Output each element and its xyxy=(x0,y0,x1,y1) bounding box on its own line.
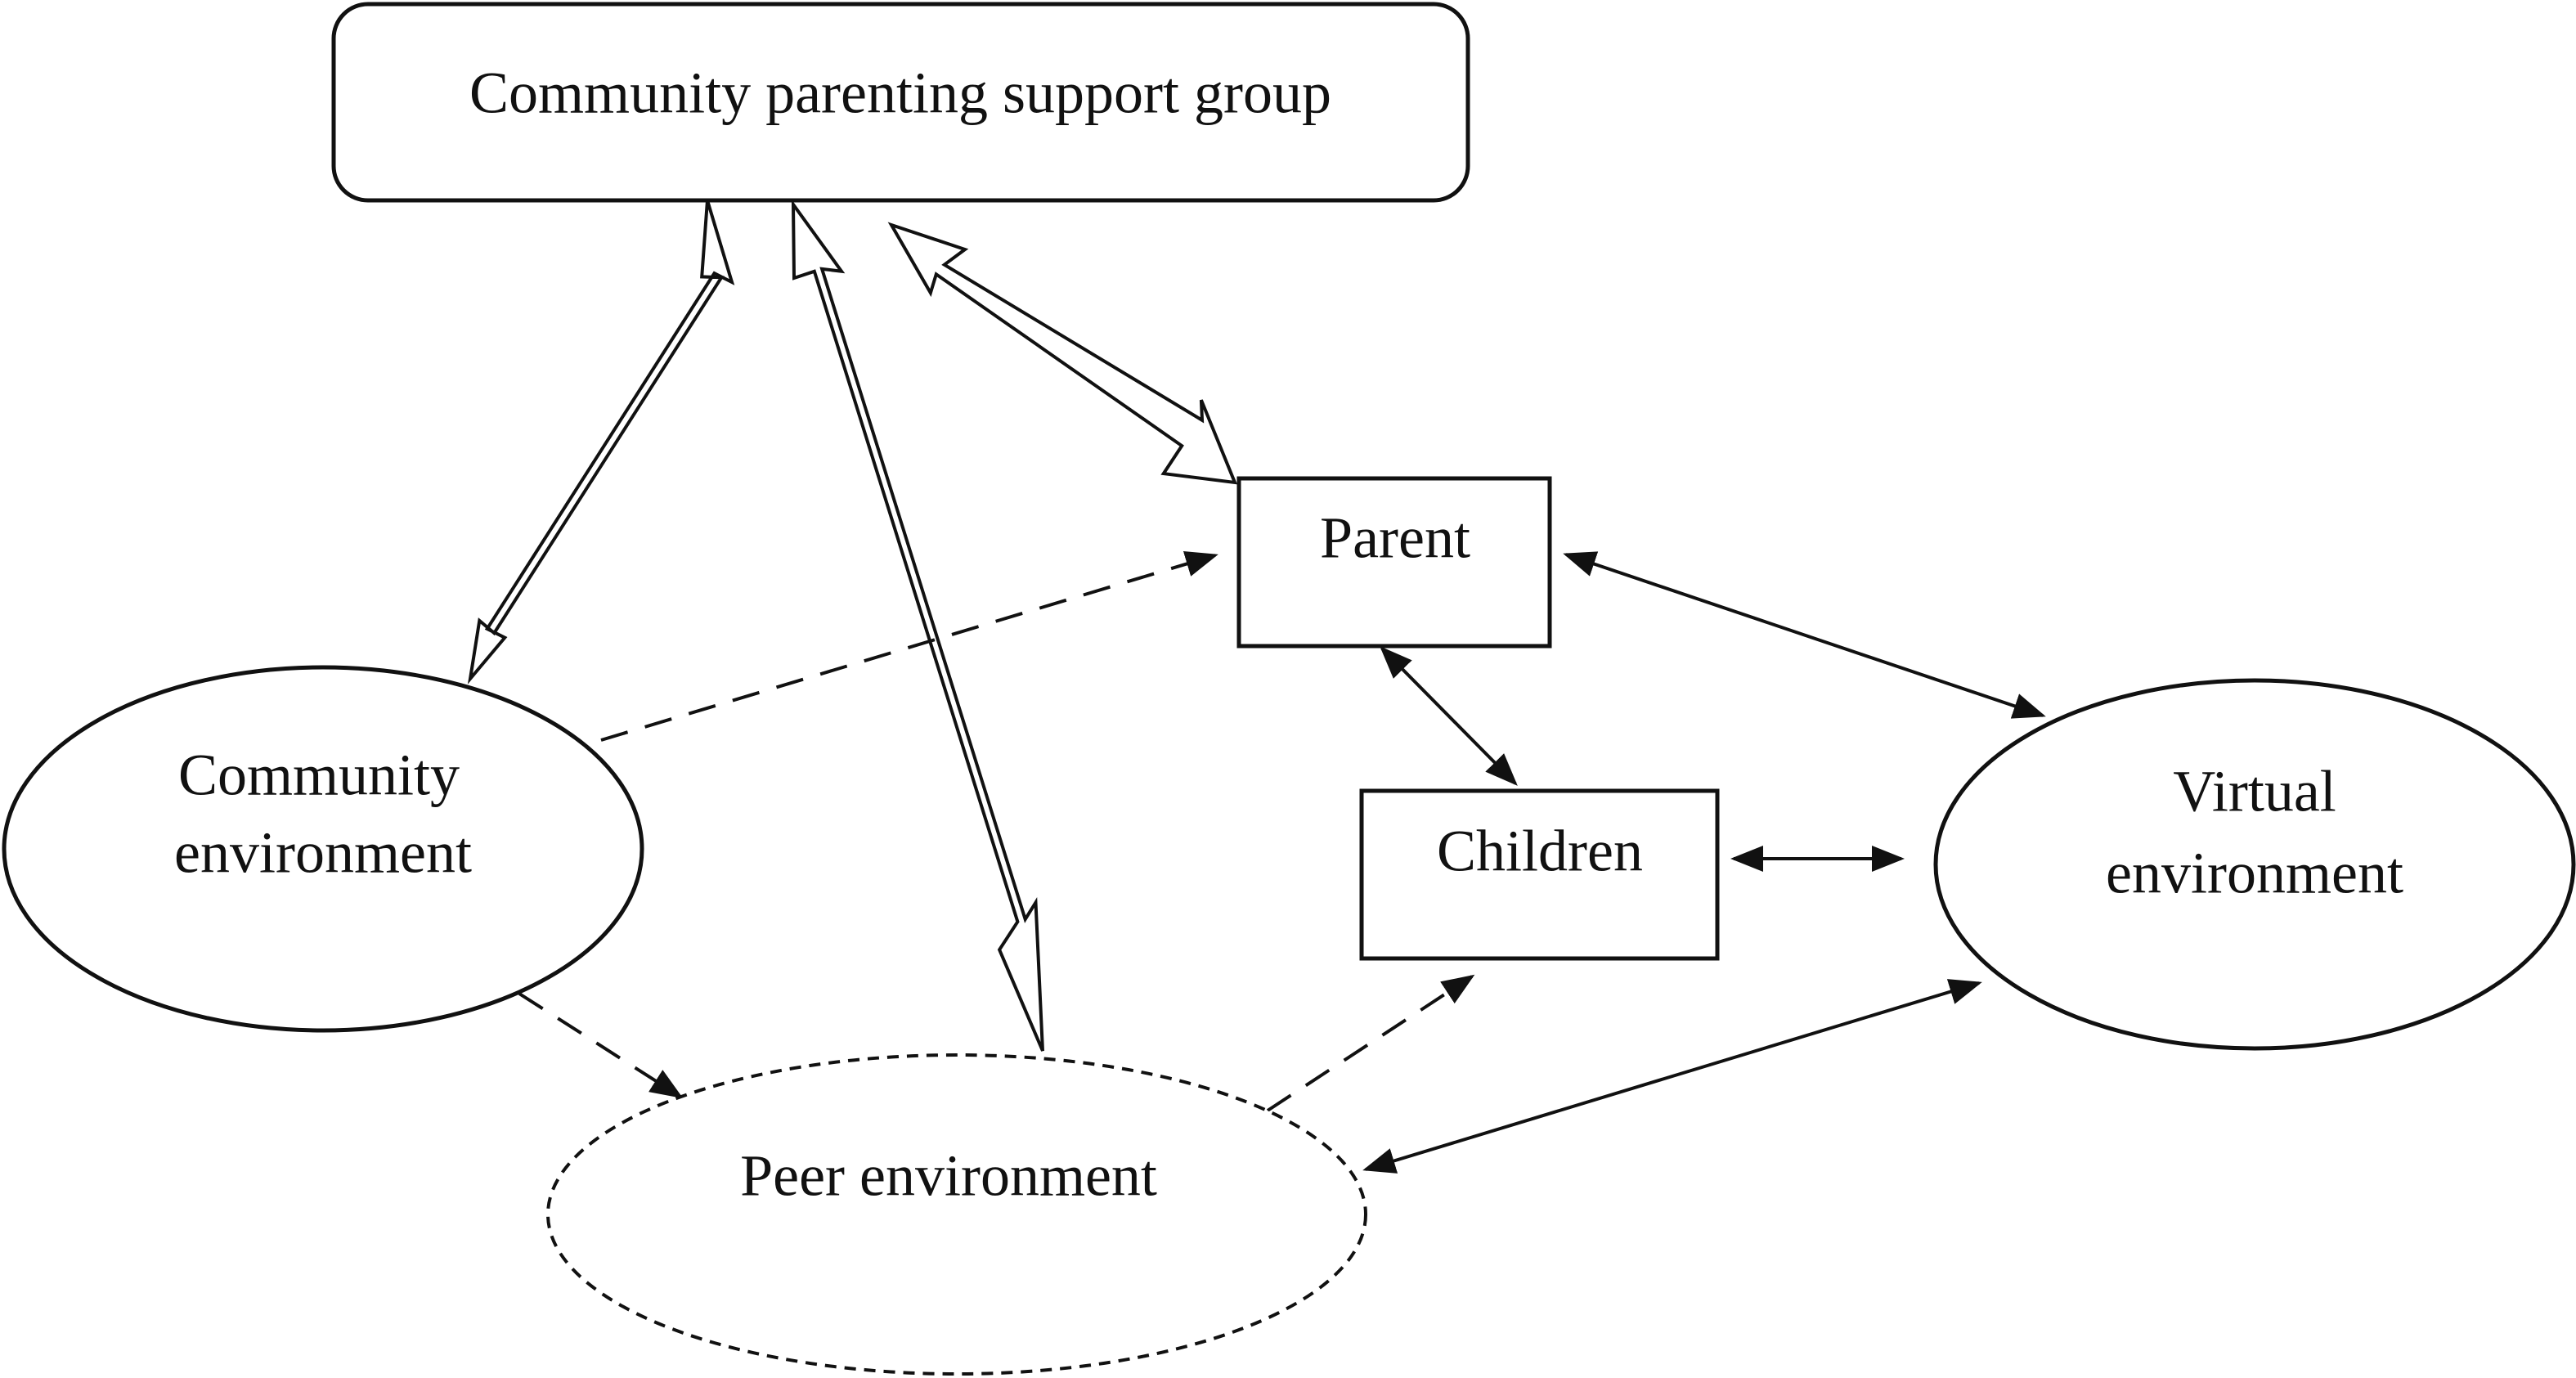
community-to-peer-dashed-line xyxy=(518,992,684,1099)
parent-virtual-solid-arrow xyxy=(1563,551,2046,719)
community-parenting-support-group-label: Community parenting support group xyxy=(469,61,1331,126)
community-parenting-support-group-node: Community parenting support group xyxy=(331,2,1470,203)
virtual-environment-label-line1: Virtual xyxy=(2173,759,2336,824)
support-to-peer-arrow xyxy=(791,199,1044,1052)
peer-to-children-dashed-line xyxy=(1266,974,1475,1112)
peer-virtual-solid-arrow xyxy=(1362,979,1982,1174)
virtual-environment-label-line2: environment xyxy=(2106,841,2403,906)
community-to-parent-dashed-line xyxy=(600,551,1218,742)
peer-environment-label: Peer environment xyxy=(740,1143,1157,1209)
support-to-parent-arrow xyxy=(887,222,1238,485)
community-environment-node: Community environment xyxy=(2,665,644,1033)
virtual-environment-node: Virtual environment xyxy=(1933,678,2576,1051)
children-node: Children xyxy=(1359,788,1720,961)
community-environment-label-line2: environment xyxy=(174,820,472,886)
community-environment-label-line1: Community xyxy=(178,743,460,808)
peer-environment-node: Peer environment xyxy=(546,1053,1367,1376)
parent-node: Parent xyxy=(1236,476,1552,649)
parent-children-solid-arrow xyxy=(1380,646,1518,786)
parent-label: Parent xyxy=(1320,505,1470,571)
support-to-community-arrow xyxy=(467,200,735,685)
children-label: Children xyxy=(1437,819,1643,884)
